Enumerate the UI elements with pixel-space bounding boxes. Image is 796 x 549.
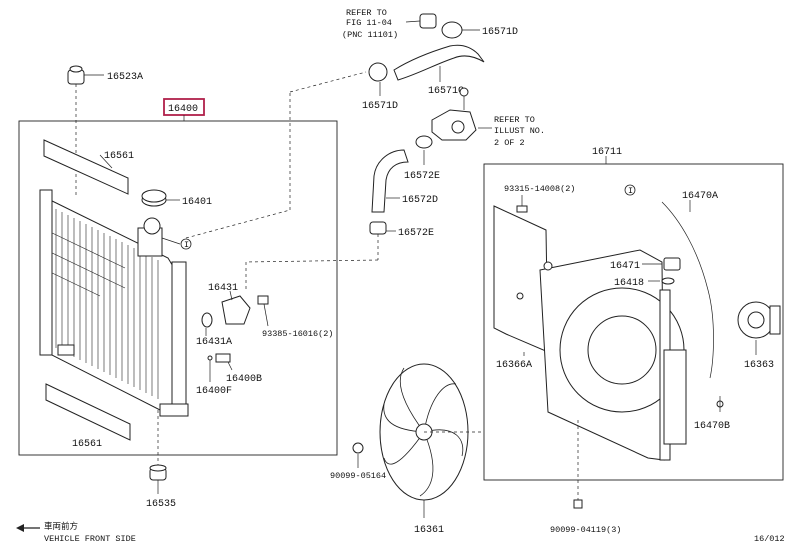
screw-93315 xyxy=(516,205,528,213)
refer-illust-line3: 2 OF 2 xyxy=(494,138,525,148)
gasket-16418 xyxy=(661,277,675,285)
label-16470B: 16470B xyxy=(694,421,730,432)
label-90099-04119: 90099-04119(3) xyxy=(550,525,621,535)
label-16366A: 16366A xyxy=(496,360,532,371)
label-16400F: 16400F xyxy=(196,386,232,397)
label-16561-bot: 16561 xyxy=(72,439,102,450)
label-90099-05164: 90099-05164 xyxy=(330,471,386,481)
label-16535: 16535 xyxy=(146,499,176,510)
ref-i-2: I xyxy=(628,186,633,196)
vehicle-front-arrow-icon xyxy=(16,524,40,532)
radiator-core xyxy=(39,189,189,417)
fan-shroud xyxy=(493,205,687,461)
label-16431A: 16431A xyxy=(196,337,232,348)
label-16523A: 16523A xyxy=(107,72,143,83)
label-16572D: 16572D xyxy=(402,195,438,206)
label-16572E-top: 16572E xyxy=(404,171,440,182)
radiator-seal-upper xyxy=(43,139,129,195)
radiator-support-cushion-bottom xyxy=(149,464,167,481)
vehicle-front-jp: 車両前方 xyxy=(44,521,78,532)
label-16470A: 16470A xyxy=(682,191,718,202)
ref-circle-2 xyxy=(624,184,636,196)
label-16711: 16711 xyxy=(592,147,622,158)
refer-illust-line1: REFER TO xyxy=(494,115,535,125)
label-16561-top: 16561 xyxy=(104,151,134,162)
refer-fig-line1: REFER TO xyxy=(346,8,387,18)
screw-90099-04119 xyxy=(573,499,583,509)
water-inlet xyxy=(431,87,477,141)
label-16363: 16363 xyxy=(744,360,774,371)
radiator-seal-lower xyxy=(45,383,131,441)
reserve-tank-cap xyxy=(663,257,681,271)
radiator-group-box xyxy=(18,120,338,456)
radiator-support-cushion-top xyxy=(67,65,85,85)
nut-90099-05164 xyxy=(352,442,364,454)
label-16431: 16431 xyxy=(208,283,238,294)
figure-number: 16/012 xyxy=(754,534,785,544)
ref-circle-1 xyxy=(180,238,192,250)
label-16571D-top: 16571D xyxy=(482,27,518,38)
lower-hose xyxy=(369,135,433,235)
label-16471: 16471 xyxy=(610,261,640,272)
ref-i-1: I xyxy=(184,240,189,250)
refer-fig-line2: FIG 11-04 xyxy=(346,18,392,28)
label-93385: 93385-16016(2) xyxy=(262,329,333,339)
refer-illust-line2: ILLUST NO. xyxy=(494,126,545,136)
label-16571D-mid: 16571D xyxy=(362,101,398,112)
label-16400B: 16400B xyxy=(226,374,262,385)
refer-fig-line3: (PNC 11101) xyxy=(342,30,398,40)
label-16361: 16361 xyxy=(414,525,444,536)
drain-cock xyxy=(201,295,269,363)
vehicle-front-en: VEHICLE FRONT SIDE xyxy=(44,534,136,544)
fan-motor xyxy=(737,301,781,339)
label-93315: 93315-14008(2) xyxy=(504,184,575,194)
label-16571C: 16571C xyxy=(428,86,464,97)
radiator-cap xyxy=(141,189,167,207)
fan-shroud-group-box xyxy=(483,163,784,481)
label-16418: 16418 xyxy=(614,278,644,289)
label-16400: 16400 xyxy=(168,104,198,115)
label-16572E-bot: 16572E xyxy=(398,228,434,239)
label-16401: 16401 xyxy=(182,197,212,208)
